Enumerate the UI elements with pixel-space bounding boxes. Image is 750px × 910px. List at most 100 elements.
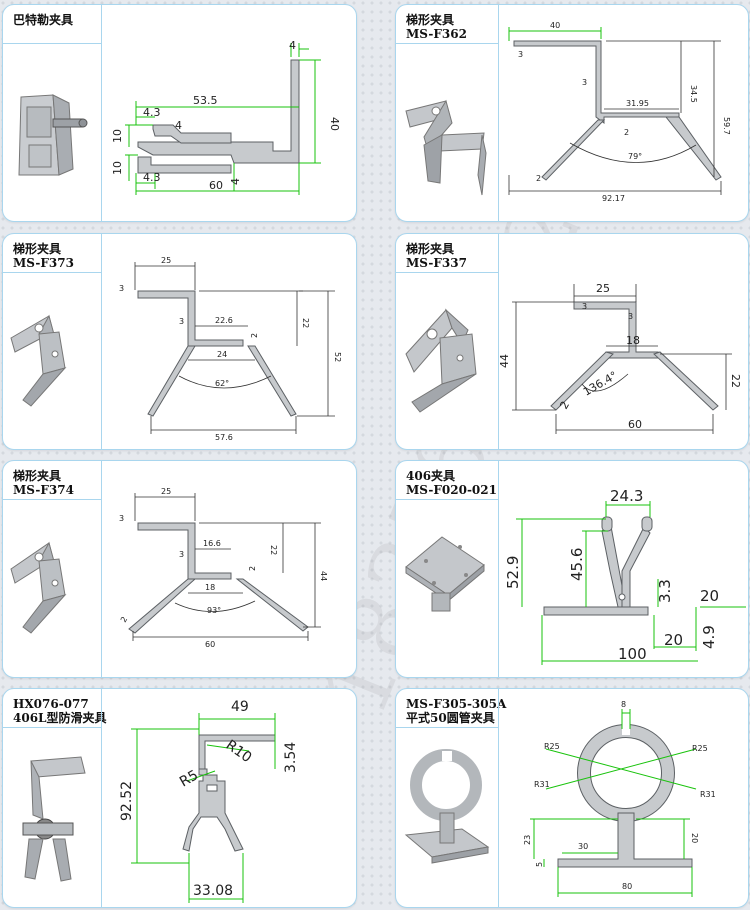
dim-25: 25 — [161, 487, 171, 496]
angle-79: 79° — [628, 152, 642, 161]
drawing-ms-f373: 25 3 3 22.6 22 2 52 24 62° 57.6 — [10, 256, 342, 442]
dim-52: 52 — [333, 352, 342, 362]
dim-33-08: 33.08 — [193, 883, 233, 899]
dim-3-54: 3.54 — [283, 742, 299, 773]
dim-22: 22 — [269, 545, 278, 555]
product-photo — [405, 308, 477, 413]
dim-2-flange: 2 — [624, 128, 629, 137]
product-photo — [13, 87, 89, 177]
product-photo — [405, 99, 487, 196]
dim-22: 22 — [301, 318, 310, 328]
dim-r31-left: R31 — [534, 780, 550, 789]
dim-18: 18 — [205, 583, 215, 592]
dim-3-top: 3 — [518, 50, 523, 59]
dim-60: 60 — [205, 640, 215, 649]
dim-23: 23 — [523, 835, 532, 845]
dim-60: 60 — [209, 179, 223, 192]
dim-16-6: 16.6 — [203, 539, 221, 548]
dim-5: 5 — [535, 862, 544, 867]
product-photo — [405, 536, 485, 612]
dim-4-3-top: 4.3 — [143, 106, 161, 119]
dim-3-web: 3 — [179, 550, 184, 559]
product-photo — [10, 314, 67, 407]
drawing-ms-f337: 25 3 3 44 18 136.4° 22 2 60 — [405, 282, 742, 434]
dim-45-6: 45.6 — [568, 548, 586, 581]
angle-93: 93° — [207, 606, 221, 615]
dim-49: 49 — [231, 699, 249, 715]
product-card-butler-clamp: 巴特勒夹具 4 53.5 4.3 4 10 40 — [2, 4, 357, 222]
dim-r25-right: R25 — [692, 744, 708, 753]
dim-20: 20 — [690, 833, 699, 843]
dim-2-leg: 2 — [536, 174, 541, 183]
dim-10-lower: 10 — [111, 161, 124, 175]
product-photo — [10, 541, 67, 634]
dim-44: 44 — [498, 354, 511, 368]
dim-22-6: 22.6 — [215, 316, 233, 325]
dim-2-leg: 2 — [119, 615, 129, 624]
product-photo — [22, 756, 86, 882]
drawing-hx076-077: 49 R10 3.54 R5 92.52 33.08 — [22, 699, 299, 903]
dim-4-top: 4 — [289, 39, 296, 52]
dim-57-6: 57.6 — [215, 433, 233, 442]
dim-53-5: 53.5 — [193, 94, 218, 107]
dim-3-web: 3 — [179, 317, 184, 326]
dim-4-bottom: 4 — [229, 178, 242, 185]
dim-24-3: 24.3 — [610, 487, 643, 505]
dim-92-17: 92.17 — [602, 194, 625, 203]
dim-22: 22 — [729, 374, 742, 388]
drawing-ms-f374: 25 3 3 16.6 22 2 44 18 93° 2 60 — [10, 487, 328, 649]
dim-34-5: 34.5 — [689, 85, 698, 103]
dim-24: 24 — [217, 350, 227, 359]
dim-3-top: 3 — [119, 284, 124, 293]
dim-60: 60 — [628, 418, 642, 431]
product-photo — [404, 749, 490, 864]
dim-r25-left: R25 — [544, 742, 560, 751]
dim-4-mid: 4 — [175, 119, 182, 132]
dim-40: 40 — [550, 21, 560, 30]
dim-3-web: 3 — [628, 312, 633, 321]
dim-3-web: 3 — [582, 78, 587, 87]
product-photo-butler — [18, 94, 88, 176]
dim-80: 80 — [622, 882, 632, 891]
dim-r5: R5 — [177, 767, 201, 790]
dim-18: 18 — [626, 334, 640, 347]
dim-8: 8 — [621, 700, 626, 709]
drawing-ms-f305-305a: 8 R25 R25 R31 R31 23 30 20 5 80 — [404, 700, 716, 897]
drawing-ms-f362: 40 3 3 34.5 59.7 31.95 2 79° 2 92.17 — [405, 21, 731, 203]
dim-4-3-bottom: 4.3 — [143, 171, 161, 184]
dim-3-top: 3 — [582, 302, 587, 311]
dim-4-9: 4.9 — [700, 625, 718, 649]
angle-62: 62° — [215, 379, 229, 388]
dim-3-3: 3.3 — [656, 579, 674, 603]
dim-20-bottom: 20 — [664, 631, 683, 649]
dim-25: 25 — [161, 256, 171, 265]
dim-2: 2 — [248, 566, 257, 571]
dim-52-9: 52.9 — [504, 556, 522, 589]
dim-40: 40 — [328, 117, 341, 131]
dim-r10: R10 — [223, 737, 255, 766]
dim-92-52: 92.52 — [119, 781, 135, 821]
dim-25: 25 — [596, 282, 610, 295]
dim-20-right: 20 — [700, 587, 719, 605]
dim-100: 100 — [618, 645, 647, 663]
drawing-ms-f020-021: 24.3 52.9 45.6 3.3 20 20 4.9 100 — [405, 487, 746, 665]
dim-2: 2 — [250, 333, 259, 338]
dim-30: 30 — [578, 842, 588, 851]
dim-3-top: 3 — [119, 514, 124, 523]
dim-59-7: 59.7 — [722, 117, 731, 135]
dim-31-95: 31.95 — [626, 99, 649, 108]
